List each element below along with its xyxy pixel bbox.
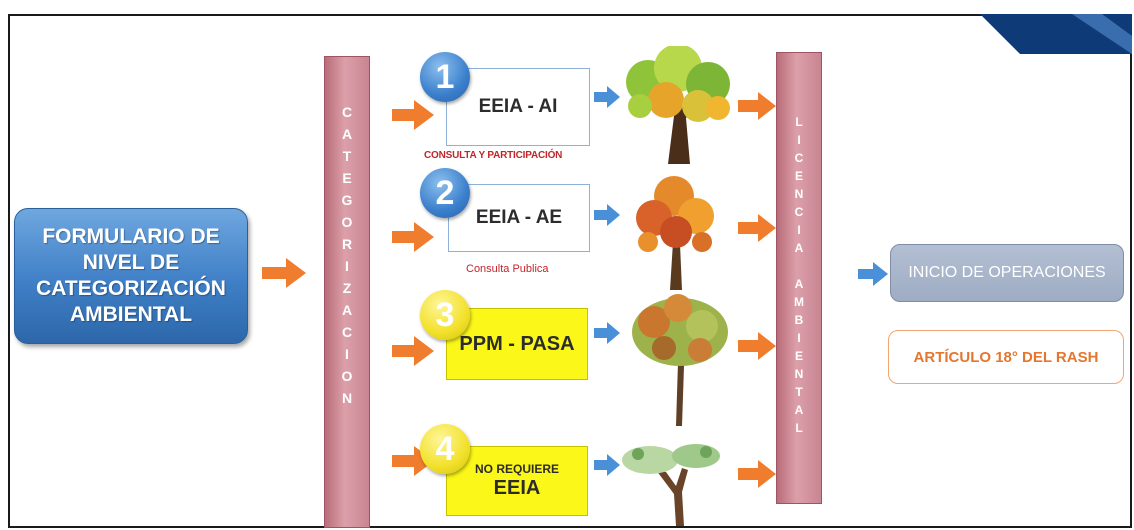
- arrow-tree-1-to-licencia: [738, 92, 776, 120]
- step-4-box: NO REQUIERE EEIA: [446, 446, 588, 516]
- step-1-badge: 1: [420, 52, 470, 102]
- arrow-tree-4-to-licencia: [738, 460, 776, 488]
- licencia-letter: B: [794, 313, 804, 327]
- licencia-letter: E: [794, 169, 803, 183]
- arrow-blue-4: [594, 454, 620, 476]
- licencia-letter: T: [795, 385, 803, 399]
- step-2-note: Consulta Publica: [466, 263, 549, 275]
- categorizacion-letter: A: [341, 302, 353, 318]
- arrow-form-to-categorizacion: [262, 258, 306, 288]
- arrow-tree-3-to-licencia: [738, 332, 776, 360]
- step-4-label: EEIA: [493, 477, 541, 499]
- licencia-letter: A: [794, 403, 804, 417]
- step-2-badge: 2: [420, 168, 470, 218]
- licencia-letter: L: [795, 421, 803, 435]
- licencia-letter: N: [794, 367, 804, 381]
- licencia-letter: A: [794, 241, 804, 255]
- corner-decoration: [980, 14, 1132, 54]
- arrow-blue-3: [594, 322, 620, 344]
- categorizacion-letter: O: [341, 368, 353, 384]
- arrow-to-step-1: [392, 100, 434, 130]
- categorizacion-letter: I: [345, 258, 349, 274]
- tree-3-image: [632, 294, 728, 426]
- licencia-letter: M: [794, 295, 804, 309]
- licencia-letter: I: [797, 133, 801, 147]
- step-4-label-small: NO REQUIERE: [474, 462, 559, 476]
- licencia-letter: C: [794, 205, 804, 219]
- step-2-box: EEIA - AE: [448, 184, 590, 252]
- licencia-letter: A: [794, 277, 804, 291]
- categorizacion-letter: G: [341, 192, 353, 208]
- categorizacion-bar: C A T E G O R I Z A C I O N: [324, 56, 370, 528]
- categorizacion-letter: O: [341, 214, 353, 230]
- licencia-letter: I: [797, 331, 801, 345]
- step-4-badge: 4: [420, 424, 470, 474]
- arrow-tree-2-to-licencia: [738, 214, 776, 242]
- arrow-blue-1: [594, 86, 620, 108]
- categorizacion-letter: Z: [342, 280, 352, 296]
- licencia-ambiental-bar: L I C E N C I A A M B I E N T A L: [776, 52, 822, 504]
- categorizacion-letter: A: [341, 126, 353, 142]
- licencia-letter: I: [797, 223, 801, 237]
- tree-1-image: [626, 46, 730, 164]
- categorizacion-letter: C: [341, 324, 353, 340]
- arrow-to-step-2: [392, 222, 434, 252]
- categorizacion-letter: E: [342, 170, 352, 186]
- formulario-box: FORMULARIO DE NIVEL DE CATEGORIZACIÓN AM…: [14, 208, 248, 344]
- step-3-box: PPM - PASA: [446, 308, 588, 380]
- licencia-letter: E: [794, 349, 803, 363]
- licencia-letter: C: [794, 151, 804, 165]
- categorizacion-letter: T: [342, 148, 352, 164]
- arrow-to-inicio: [858, 262, 888, 286]
- tree-4-image: [622, 444, 720, 526]
- step-3-badge: 3: [420, 290, 470, 340]
- tree-2-image: [636, 176, 714, 290]
- step-1-note: CONSULTA Y PARTICIPACIÓN: [424, 150, 563, 161]
- categorizacion-letter: R: [341, 236, 353, 252]
- articulo-rash-box: ARTÍCULO 18° DEL RASH: [888, 330, 1124, 384]
- arrow-to-step-3: [392, 336, 434, 366]
- step-1-box: EEIA - AI: [446, 68, 590, 146]
- licencia-letter: L: [795, 115, 803, 129]
- arrow-blue-2: [594, 204, 620, 226]
- categorizacion-letter: C: [341, 104, 353, 120]
- licencia-letter: N: [794, 187, 804, 201]
- inicio-operaciones-box: INICIO DE OPERACIONES: [890, 244, 1124, 302]
- categorizacion-letter: N: [341, 390, 353, 406]
- categorizacion-letter: I: [345, 346, 349, 362]
